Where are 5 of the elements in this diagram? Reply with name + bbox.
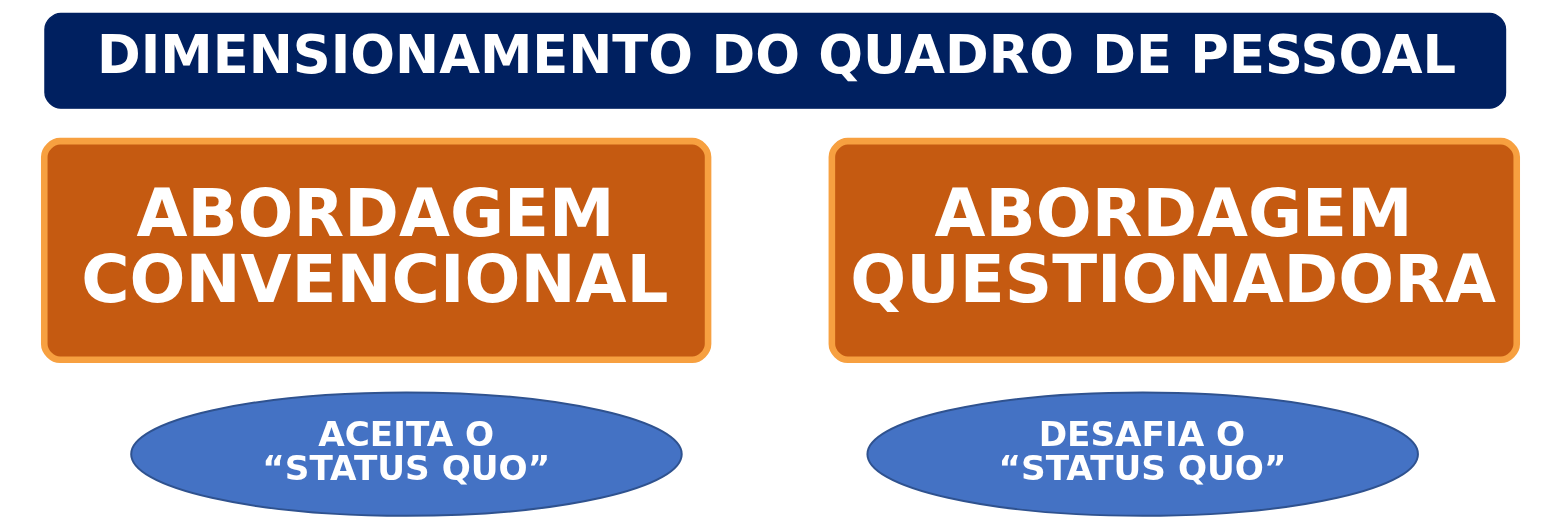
node-ellipse: DESAFIA O “STATUS QUO” xyxy=(866,391,1419,517)
node-box: ABORDAGEM CONVENCIONAL xyxy=(40,137,712,364)
node-ellipse: ACEITA O “STATUS QUO” xyxy=(130,391,683,517)
node-box: DIMENSIONAMENTO DO QUADRO DE PESSOAL xyxy=(44,12,1507,109)
node-box: ABORDAGEM QUESTIONADORA xyxy=(828,137,1521,364)
